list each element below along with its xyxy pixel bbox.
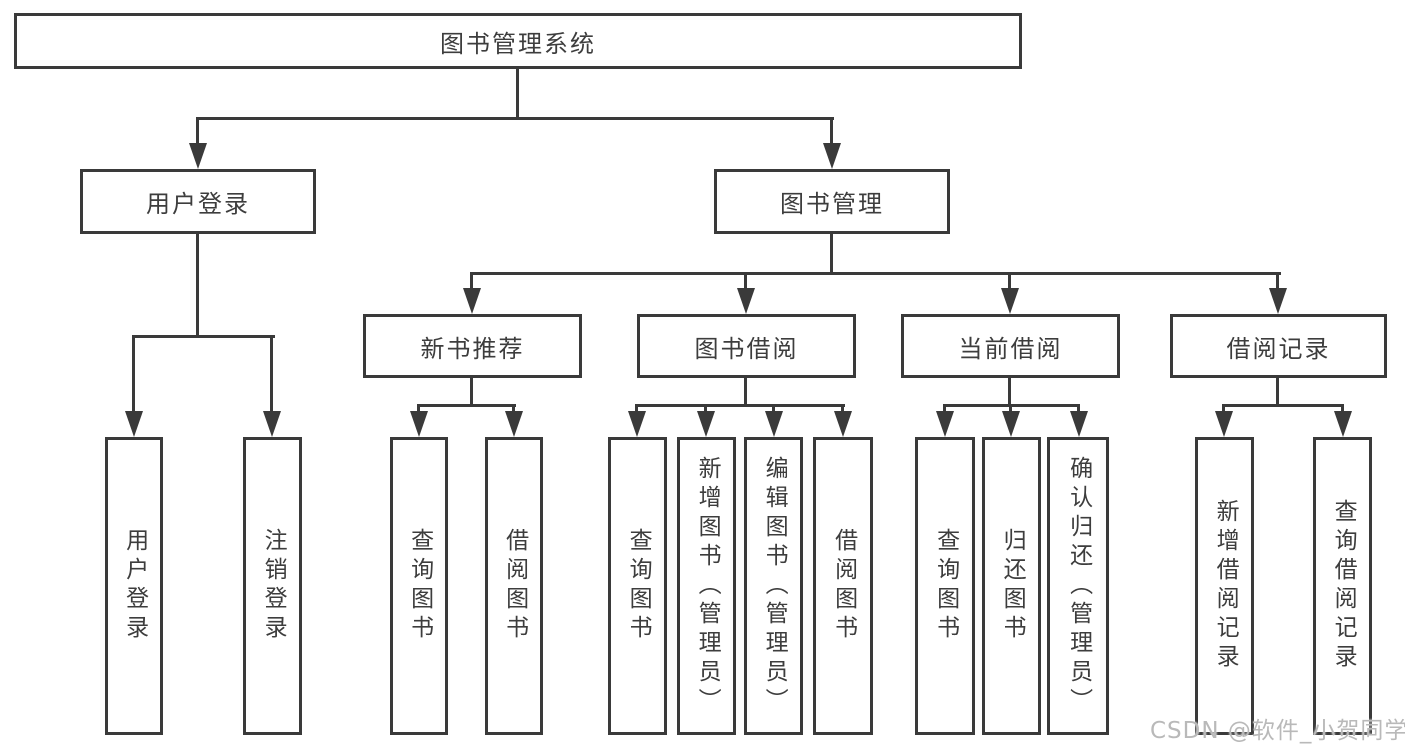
node-label: 图书管理 [780, 190, 884, 218]
arrow-down-icon [189, 143, 207, 169]
connector-line [830, 117, 833, 147]
node-label: 注销登录 [260, 528, 287, 644]
connector-line [516, 68, 519, 120]
node-label: 新书推荐 [420, 334, 525, 363]
connector-line [132, 335, 135, 415]
connector-line [417, 404, 516, 407]
node-label: 用户登录 [121, 528, 148, 644]
arrow-down-icon [1334, 411, 1352, 437]
connector-line [132, 335, 275, 338]
arrow-down-icon [1215, 411, 1233, 437]
node-user-login: 用户登录 [80, 169, 316, 234]
arrow-down-icon [1002, 411, 1020, 437]
node-book-management-system: 图书管理系统 [14, 13, 1022, 69]
arrow-down-icon [823, 143, 841, 169]
connector-line [744, 272, 747, 292]
node-label: 确认归还（管理员） [1065, 455, 1092, 717]
connector-line [270, 335, 273, 415]
connector-line [744, 378, 747, 407]
leaf-logout: 注销登录 [243, 437, 302, 735]
arrow-down-icon [463, 288, 481, 314]
leaf-user-login: 用户登录 [105, 437, 163, 735]
leaf-confirm-return-admin: 确认归还（管理员） [1047, 437, 1109, 735]
leaf-return-book: 归还图书 [982, 437, 1041, 735]
leaf-borrow-books-borrowing: 借阅图书 [813, 437, 873, 735]
node-label: 查询图书 [932, 528, 959, 644]
leaf-query-books-current: 查询图书 [915, 437, 975, 735]
arrow-down-icon [1269, 288, 1287, 314]
arrow-down-icon [410, 411, 428, 437]
node-book-management: 图书管理 [714, 169, 950, 234]
arrow-down-icon [737, 288, 755, 314]
leaf-add-book-admin: 新增图书（管理员） [677, 437, 736, 735]
node-label: 查询借阅记录 [1330, 499, 1357, 673]
connector-line [196, 117, 834, 120]
arrow-down-icon [936, 411, 954, 437]
connector-line [635, 404, 845, 407]
node-label: 图书管理系统 [440, 29, 596, 58]
connector-line [830, 234, 833, 275]
connector-line [471, 272, 1281, 275]
connector-line [1008, 378, 1011, 407]
arrow-down-icon [834, 411, 852, 437]
leaf-query-borrow-record: 查询借阅记录 [1313, 437, 1372, 735]
arrow-down-icon [125, 411, 143, 437]
connector-line [470, 272, 473, 292]
node-book-borrowing: 图书借阅 [637, 314, 856, 378]
node-label: 图书借阅 [694, 334, 799, 363]
node-label: 借阅记录 [1226, 334, 1331, 363]
node-new-book-recommend: 新书推荐 [363, 314, 582, 378]
node-label: 归还图书 [999, 528, 1026, 644]
node-label: 新增图书（管理员） [694, 455, 721, 717]
node-label: 查询图书 [406, 528, 433, 644]
arrow-down-icon [263, 411, 281, 437]
node-label: 查询图书 [625, 528, 652, 644]
node-label: 当前借阅 [958, 334, 1063, 363]
node-label: 借阅图书 [501, 528, 528, 644]
arrow-down-icon [1070, 411, 1088, 437]
node-label: 用户登录 [146, 190, 250, 218]
leaf-edit-book-admin: 编辑图书（管理员） [744, 437, 803, 735]
leaf-add-borrow-record: 新增借阅记录 [1195, 437, 1254, 735]
leaf-query-books-recommend: 查询图书 [390, 437, 448, 735]
arrow-down-icon [1001, 288, 1019, 314]
leaf-borrow-books-recommend: 借阅图书 [485, 437, 543, 735]
node-current-borrowing: 当前借阅 [901, 314, 1120, 378]
node-borrowing-records: 借阅记录 [1170, 314, 1387, 378]
connector-line [1222, 404, 1344, 407]
arrow-down-icon [505, 411, 523, 437]
arrow-down-icon [628, 411, 646, 437]
connector-line [1276, 378, 1279, 407]
leaf-query-books-borrowing: 查询图书 [608, 437, 667, 735]
arrow-down-icon [697, 411, 715, 437]
node-label: 新增借阅记录 [1212, 499, 1239, 673]
watermark: CSDN @软件_小贺同学 [1150, 718, 1405, 744]
node-label: 编辑图书（管理员） [761, 455, 788, 717]
connector-line [1276, 272, 1279, 292]
node-label: 借阅图书 [830, 528, 857, 644]
connector-line [470, 378, 473, 407]
arrow-down-icon [765, 411, 783, 437]
connector-line [196, 234, 199, 338]
connector-line [1008, 272, 1011, 292]
connector-line [196, 117, 199, 147]
